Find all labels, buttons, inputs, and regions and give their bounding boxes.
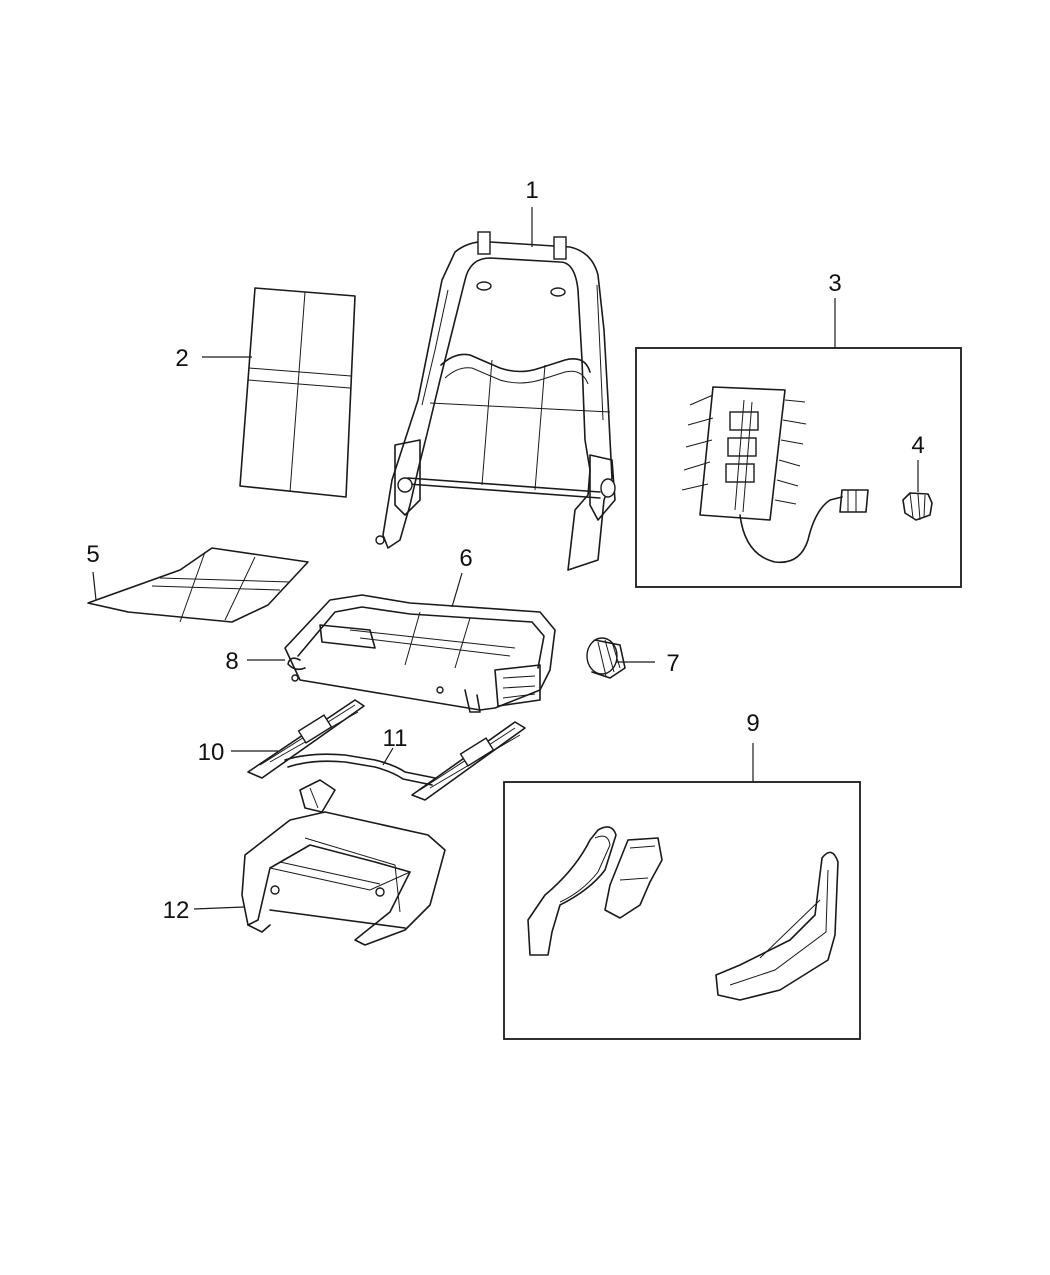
seat-cushion-pad — [87, 547, 309, 623]
callout-12: 12 — [163, 897, 190, 924]
heated-seat-element-kit — [681, 386, 869, 564]
seat-back-frame — [375, 231, 616, 571]
callout-1: 1 — [525, 177, 538, 204]
part-9-box — [503, 781, 861, 1040]
callout-8: 8 — [225, 648, 238, 675]
track-towel-bar — [284, 753, 436, 786]
seat-track-adjuster — [247, 699, 526, 801]
callout-7: 7 — [666, 650, 679, 677]
seat-cushion-frame — [284, 594, 556, 713]
lumbar-knob — [902, 492, 933, 521]
recliner-knob — [586, 637, 626, 679]
callout-11: 11 — [383, 725, 408, 752]
seat-back-pad — [239, 287, 356, 498]
part-3-box — [635, 347, 962, 588]
callout-4: 4 — [911, 432, 924, 459]
callout-5: 5 — [86, 541, 99, 568]
seat-shield-kit — [527, 826, 839, 1001]
callout-9: 9 — [746, 710, 759, 737]
callout-10: 10 — [198, 739, 225, 766]
callout-6: 6 — [459, 545, 472, 572]
seat-riser — [241, 779, 446, 946]
callout-2: 2 — [175, 345, 188, 372]
callout-3: 3 — [828, 270, 841, 297]
